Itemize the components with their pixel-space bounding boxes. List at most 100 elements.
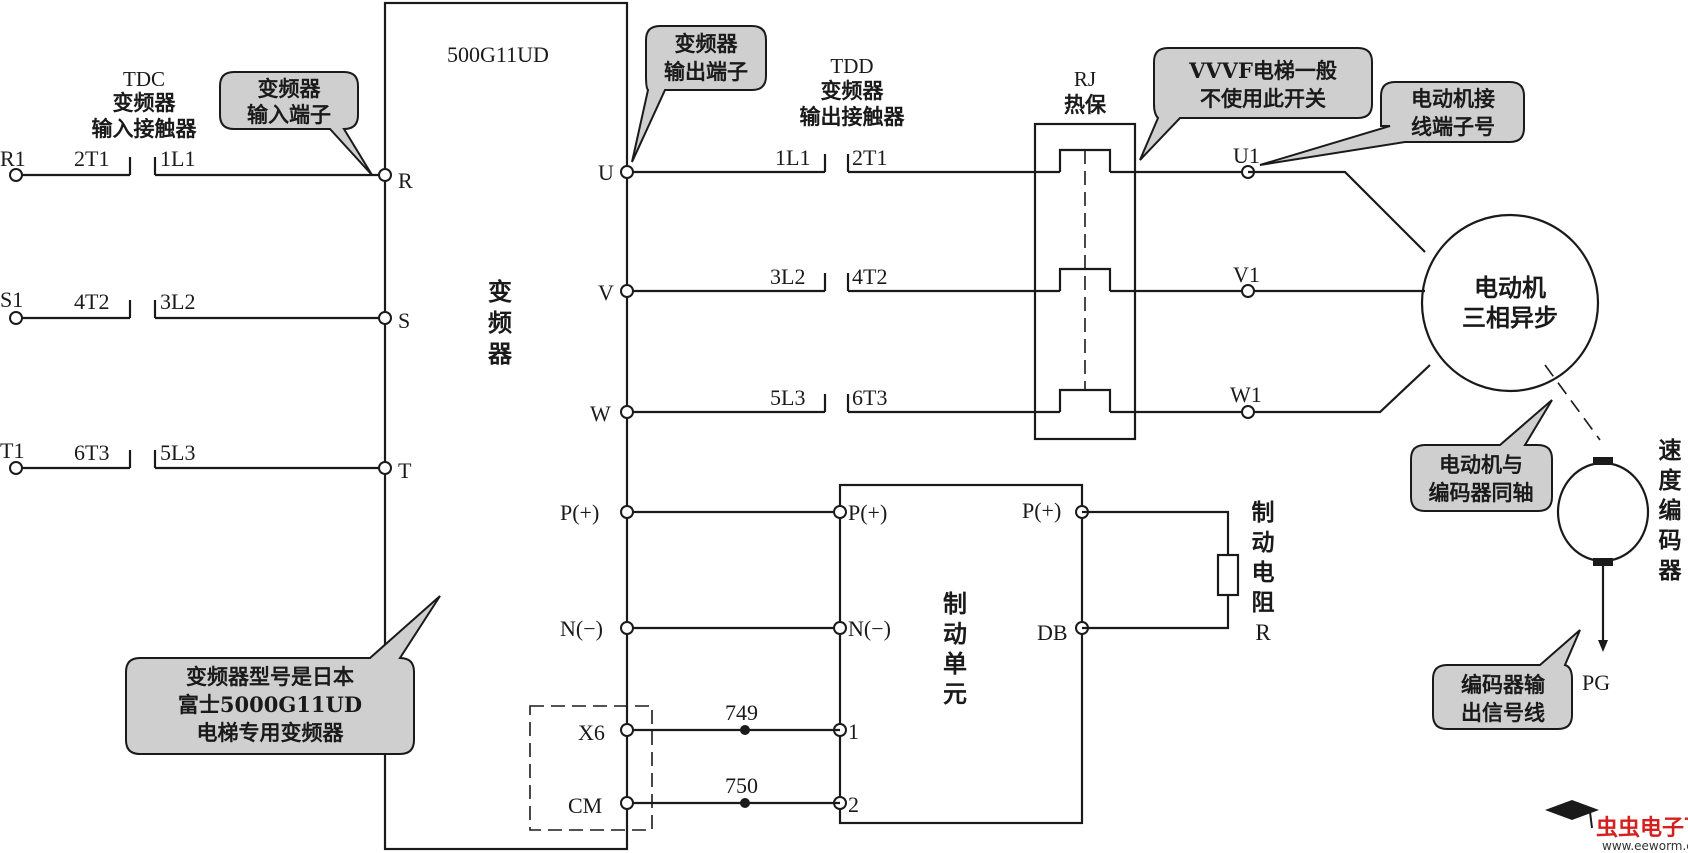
encoder-label-2: 度 bbox=[1659, 467, 1683, 494]
terminal-v bbox=[620, 284, 634, 298]
tdd-contact-3l2: 3L2 bbox=[770, 264, 805, 289]
inverter-terminal-w-label: W bbox=[590, 401, 611, 426]
input-line-r: R1 2T1 1L1 R bbox=[0, 146, 413, 193]
brake-unit-label-2: 动 bbox=[943, 619, 967, 648]
rj-title: RJ bbox=[1074, 67, 1096, 91]
resistor-label-4: 阻 bbox=[1252, 589, 1275, 616]
inverter-terminal-p-label: P(+) bbox=[560, 500, 599, 525]
resistor-label-1: 制 bbox=[1252, 499, 1275, 526]
mortarboard-icon bbox=[1545, 800, 1599, 820]
encoder-label-5: 器 bbox=[1658, 557, 1683, 584]
tdd-contact-1l1: 1L1 bbox=[775, 145, 810, 170]
terminal-w1 bbox=[1241, 405, 1255, 419]
brake-terminal-p-label: P(+) bbox=[848, 500, 887, 525]
site-watermark: 虫虫电子下载站 www.eeworm.com bbox=[1545, 800, 1688, 853]
inverter-label-3: 器 bbox=[487, 339, 513, 368]
motor-terminal-v1-label: V1 bbox=[1233, 262, 1260, 287]
svg-text:电动机与: 电动机与 bbox=[1439, 452, 1523, 477]
terminal-w bbox=[620, 405, 634, 419]
brake-unit-label-3: 单 bbox=[943, 649, 967, 678]
terminal-s bbox=[378, 311, 392, 325]
svg-text:富士5000G11UD: 富士5000G11UD bbox=[178, 692, 362, 717]
inverter-model-label: 500G11UD bbox=[447, 42, 549, 67]
callout-coaxial: 电动机与 编码器同轴 bbox=[1410, 399, 1553, 512]
motor-label-2: 三相异步 bbox=[1462, 303, 1558, 332]
wire-number-750: 750 bbox=[725, 773, 758, 798]
svg-text:变频器型号是日本: 变频器型号是日本 bbox=[186, 664, 354, 689]
inverter-terminal-v-label: V bbox=[598, 280, 614, 305]
resistor-label-3: 电 bbox=[1252, 559, 1275, 586]
tdc-contact-4t2: 4T2 bbox=[74, 289, 109, 314]
tdc-contact-5l3: 5L3 bbox=[160, 440, 195, 465]
input-line-s: S1 4T2 3L2 S bbox=[0, 287, 410, 333]
inverter-terminal-n-label: N(−) bbox=[560, 616, 603, 641]
callout-vvvf-note: VVVF电梯一般 不使用此开关 bbox=[1139, 47, 1373, 161]
brake-unit-label-4: 元 bbox=[943, 679, 967, 708]
inverter-terminal-cm-label: CM bbox=[568, 793, 602, 818]
tdd-title: TDD bbox=[830, 54, 873, 78]
resistor-label-2: 动 bbox=[1252, 529, 1275, 556]
resistor-label-5: R bbox=[1255, 620, 1271, 645]
inverter-terminal-u-label: U bbox=[598, 160, 614, 185]
tdd-contact-2t1: 2T1 bbox=[852, 145, 887, 170]
svg-text:出信号线: 出信号线 bbox=[1461, 700, 1545, 725]
terminal-r1 bbox=[9, 168, 23, 182]
encoder-label-4: 码 bbox=[1659, 527, 1682, 554]
svg-text:电梯专用变频器: 电梯专用变频器 bbox=[197, 720, 345, 745]
inverter-terminal-x6-label: X6 bbox=[578, 720, 605, 745]
motor-terminals: U1 V1 W1 bbox=[1230, 143, 1431, 419]
tdd-subtitle-1: 变频器 bbox=[821, 78, 885, 103]
svg-text:电动机接: 电动机接 bbox=[1411, 86, 1495, 111]
brake-terminal-n-label: N(−) bbox=[848, 616, 891, 641]
terminal-n bbox=[620, 621, 634, 635]
tdc-subtitle-1: 变频器 bbox=[113, 90, 177, 115]
svg-text:输入端子: 输入端子 bbox=[247, 102, 331, 127]
tdc-contact-2t1: 2T1 bbox=[74, 146, 109, 171]
tdc-title: TDC bbox=[123, 67, 165, 91]
motor-terminal-u1-label: U1 bbox=[1233, 143, 1260, 168]
callout-encoder-signal: 编码器输 出信号线 bbox=[1432, 629, 1581, 730]
pg-label: PG bbox=[1582, 670, 1610, 695]
tdc-contact-1l1: 1L1 bbox=[160, 146, 195, 171]
motor-terminal-w1-label: W1 bbox=[1230, 382, 1262, 407]
inverter-terminal-r-label: R bbox=[398, 168, 413, 193]
output-line-u: U 1L1 2T1 bbox=[598, 145, 1248, 185]
terminal-x6 bbox=[620, 723, 634, 737]
callout-inverter-input: 变频器 输入端子 bbox=[219, 71, 373, 176]
brake-terminal-db-label: DB bbox=[1037, 620, 1068, 645]
terminal-r bbox=[378, 168, 392, 182]
encoder-label-3: 编 bbox=[1659, 497, 1682, 524]
svg-text:VVVF电梯一般: VVVF电梯一般 bbox=[1188, 58, 1337, 83]
svg-text:不使用此开关: 不使用此开关 bbox=[1200, 86, 1326, 111]
terminal-u bbox=[620, 165, 634, 179]
terminal-p bbox=[620, 505, 634, 519]
brake-terminal-2-label: 2 bbox=[848, 792, 859, 817]
brake-terminal-p-out-label: P(+) bbox=[1022, 498, 1061, 523]
wire-number-749: 749 bbox=[725, 700, 758, 725]
watermark-brand: 虫虫电子下载站 bbox=[1596, 815, 1688, 841]
tdd-contact-4t2: 4T2 bbox=[852, 264, 887, 289]
output-line-w: W 5L3 6T3 bbox=[590, 385, 1325, 426]
brake-unit: P(+) N(−) 1 2 P(+) DB 制 动 单 元 bbox=[833, 483, 1089, 825]
inverter-box bbox=[383, 1, 629, 851]
control-wiring: X6 CM 749 750 bbox=[529, 700, 840, 831]
svg-text:变频器: 变频器 bbox=[675, 31, 739, 56]
terminal-t bbox=[378, 461, 392, 475]
brake-resistor: 制 动 电 阻 R bbox=[1082, 499, 1275, 645]
callout-motor-terminals: 电动机接 线端子号 bbox=[1259, 81, 1525, 166]
callout-inverter-model: 变频器型号是日本 富士5000G11UD 电梯专用变频器 bbox=[125, 595, 441, 755]
input-line-t: T1 6T3 5L3 T bbox=[0, 438, 412, 483]
supply-s1-label: S1 bbox=[0, 287, 23, 312]
terminal-v1 bbox=[1241, 284, 1255, 298]
svg-text:变频器: 变频器 bbox=[258, 76, 322, 101]
terminal-cm bbox=[620, 796, 634, 810]
speed-encoder: PG 速 度 编 码 器 bbox=[1556, 437, 1683, 695]
inverter-terminal-s-label: S bbox=[398, 308, 410, 333]
thermal-relay: RJ 热保 bbox=[1033, 67, 1137, 441]
motor-label-1: 电动机 bbox=[1474, 273, 1546, 302]
dc-bus: P(+) N(−) bbox=[560, 500, 840, 641]
supply-r1-label: R1 bbox=[0, 146, 26, 171]
tdc-contact-6t3: 6T3 bbox=[74, 440, 109, 465]
rj-subtitle: 热保 bbox=[1064, 92, 1107, 117]
